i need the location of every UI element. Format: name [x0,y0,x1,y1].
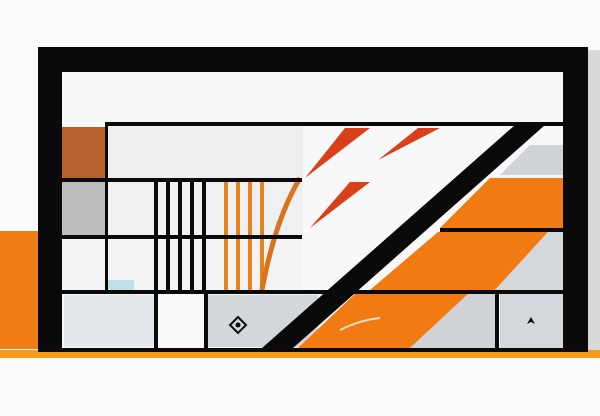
horizontal-beams [62,122,564,348]
orange-curve [259,176,303,291]
glass-panel [108,127,303,178]
arrow-mark-icon [527,317,535,324]
right-gray-strip [588,50,600,350]
bottom-orange-strip [0,350,600,358]
diamond-icon [228,315,248,335]
right-panels [298,145,563,348]
diagonal-black-beam [262,125,545,348]
window-detail [107,280,134,290]
gray-panel [62,182,106,235]
lower-panel [160,295,204,347]
left-orange-band [0,231,40,349]
brick-panel [62,127,106,178]
lower-panel [64,295,154,347]
red-triangles [305,128,440,228]
